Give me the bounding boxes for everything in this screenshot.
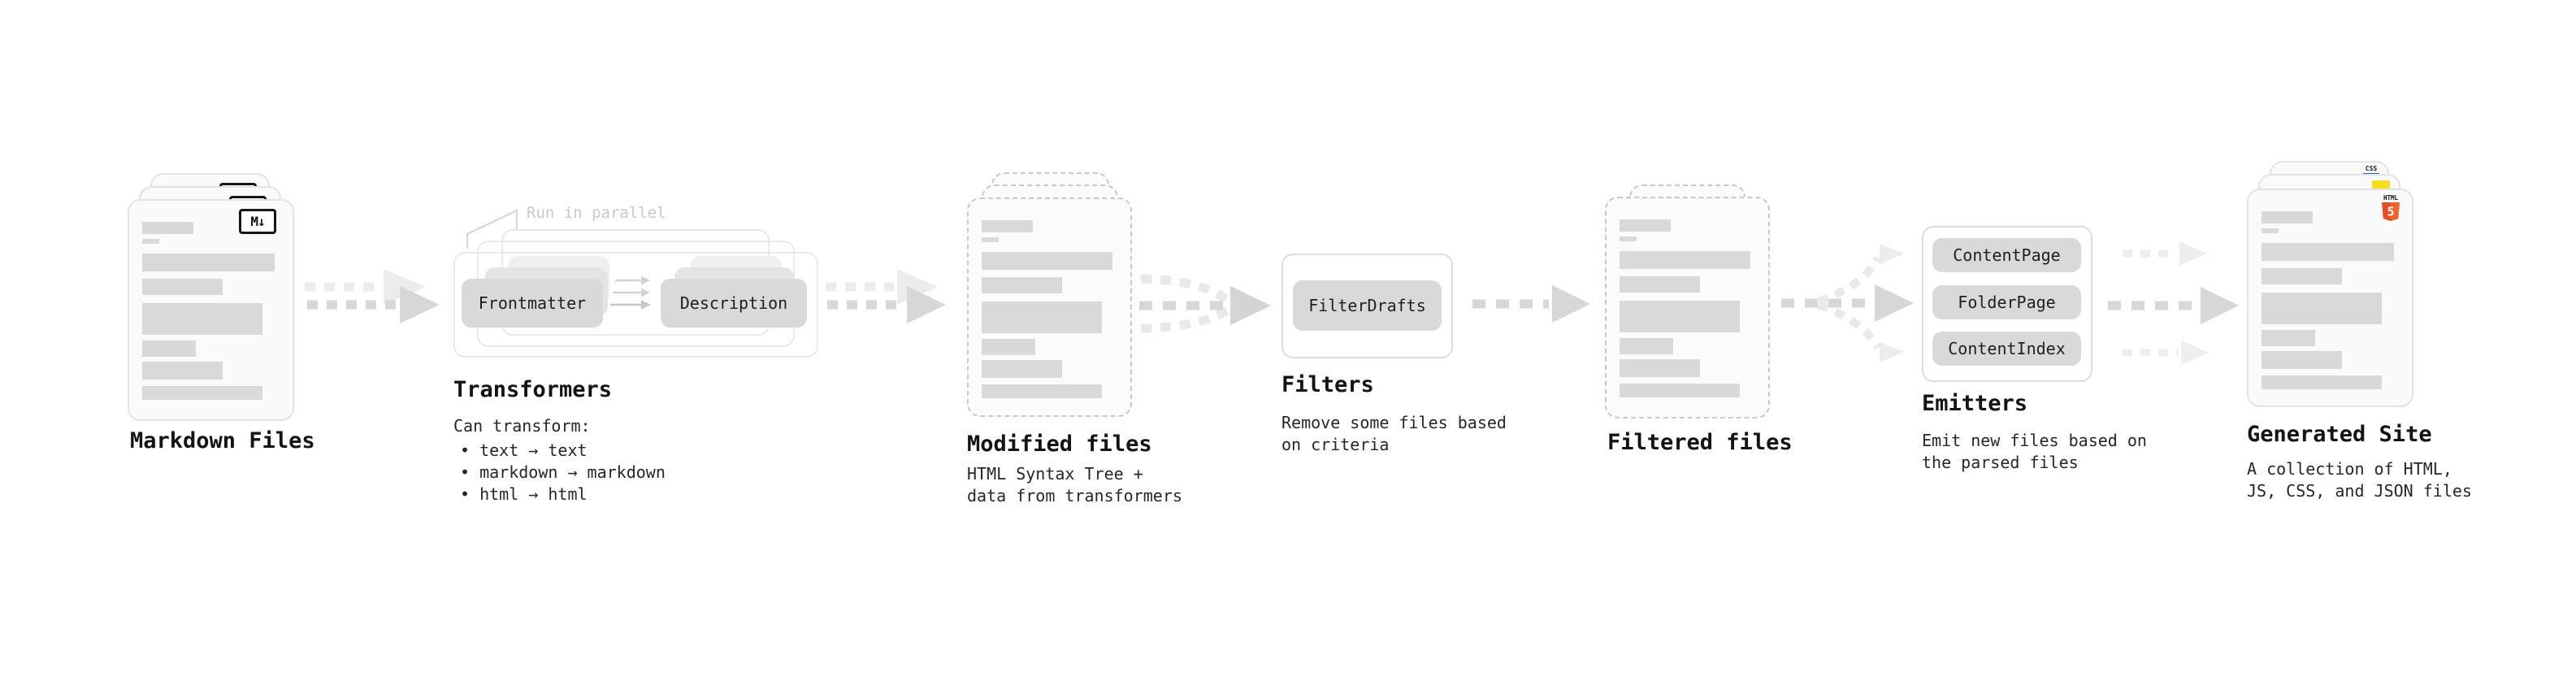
generated-site-caption: A collection of HTML, xyxy=(2247,459,2452,479)
modified-files-title: Modified files xyxy=(967,432,1152,457)
arrow-markdown-to-transformers xyxy=(305,269,440,323)
svg-text:5: 5 xyxy=(2387,205,2394,219)
filtered-files-stack xyxy=(1605,184,1772,419)
content-index-step: ContentIndex xyxy=(1932,332,2081,366)
markdown-files-stack: M↓ M↓ M↓ xyxy=(128,173,298,425)
filters-caption: on criteria xyxy=(1281,435,1390,454)
emitters-caption: Emit new files based on xyxy=(1922,431,2147,450)
arrow-filters-to-filtered xyxy=(1472,285,1590,323)
modified-files-caption: HTML Syntax Tree + xyxy=(967,464,1143,484)
filtered-file-card-front xyxy=(1605,197,1770,419)
document-content-placeholder xyxy=(982,220,1112,398)
transformer-parallel-arrows xyxy=(610,275,651,310)
javascript-icon xyxy=(2372,180,2390,191)
modified-file-card-front xyxy=(967,197,1132,417)
arrow-modified-to-filters xyxy=(1139,274,1271,333)
filtered-files-title: Filtered files xyxy=(1607,430,1793,455)
emitters-caption: the parsed files xyxy=(1922,453,2079,472)
arrow-transformers-to-modified xyxy=(826,269,946,323)
transformers-title: Transformers xyxy=(453,377,613,402)
run-in-parallel-leader-line xyxy=(466,209,518,249)
generated-site-title: Generated Site xyxy=(2247,422,2432,447)
frontmatter-step: Frontmatter xyxy=(462,279,603,327)
document-content-placeholder xyxy=(1620,219,1750,397)
document-content-placeholder xyxy=(142,222,275,400)
description-step: Description xyxy=(661,279,807,327)
html5-icon: HTML 5 xyxy=(2380,193,2401,226)
filter-drafts-step: FilterDrafts xyxy=(1293,280,1442,331)
document-content-placeholder xyxy=(2262,211,2394,389)
filters-title: Filters xyxy=(1281,372,1374,397)
svg-text:HTML: HTML xyxy=(2383,194,2399,202)
markdown-file-card-front: M↓ xyxy=(128,199,294,421)
transformers-bullet: • text → text xyxy=(460,440,588,460)
filters-caption: Remove some files based xyxy=(1281,413,1507,432)
generated-site-stack: CSS HTML 5 xyxy=(2247,161,2413,409)
transformer-card-front xyxy=(453,252,818,358)
markdown-files-title: Markdown Files xyxy=(130,428,315,453)
transformers-bullet: • html → html xyxy=(460,484,588,504)
arrow-emitters-to-generated xyxy=(2108,241,2239,365)
html-file-card: HTML 5 xyxy=(2247,189,2413,407)
arrow-filtered-to-emitters xyxy=(1781,244,1914,362)
modified-files-caption: data from transformers xyxy=(967,486,1182,505)
generated-site-caption: JS, CSS, and JSON files xyxy=(2247,481,2472,501)
folder-page-step: FolderPage xyxy=(1932,285,2081,319)
emitters-title: Emitters xyxy=(1922,391,2028,416)
modified-files-stack xyxy=(967,172,1134,417)
transformers-caption-line: Can transform: xyxy=(453,416,591,436)
markdown-icon: M↓ xyxy=(239,209,276,234)
transformers-bullet: • markdown → markdown xyxy=(460,462,666,482)
content-page-step: ContentPage xyxy=(1932,238,2081,272)
run-in-parallel-annotation: Run in parallel xyxy=(527,204,666,222)
